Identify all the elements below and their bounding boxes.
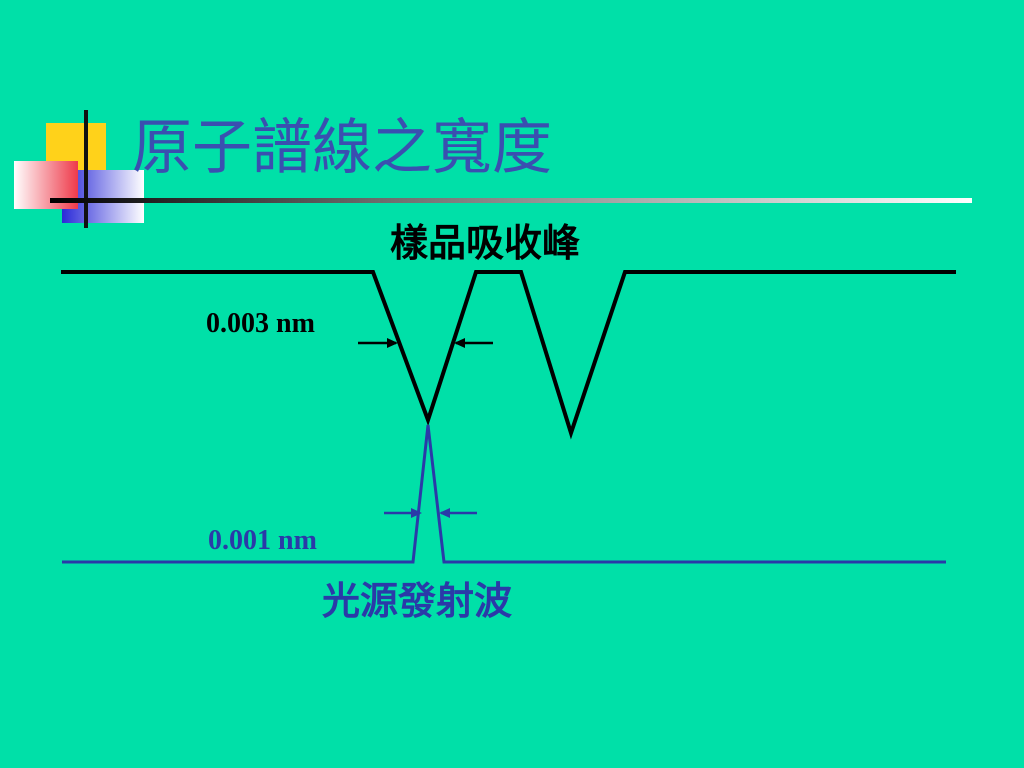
decor-underline: [50, 198, 972, 203]
source-width-arrow-right: [439, 508, 477, 518]
source-emission-label: 光源發射波: [322, 578, 513, 623]
sample-width-label: 0.003 nm: [206, 308, 315, 339]
source-width-label: 0.001 nm: [208, 525, 317, 556]
sample-width-arrow-right: [454, 338, 493, 348]
slide-title: 原子譜線之寬度: [132, 113, 552, 183]
decor-vertical-bar: [84, 110, 88, 228]
source-width-arrow-left: [384, 508, 422, 518]
source-emission-curve: [62, 424, 946, 564]
sample-absorption-label: 樣品吸收峰: [390, 220, 581, 265]
sample-absorption-curve: [61, 270, 956, 440]
sample-width-arrow-left: [358, 338, 398, 348]
